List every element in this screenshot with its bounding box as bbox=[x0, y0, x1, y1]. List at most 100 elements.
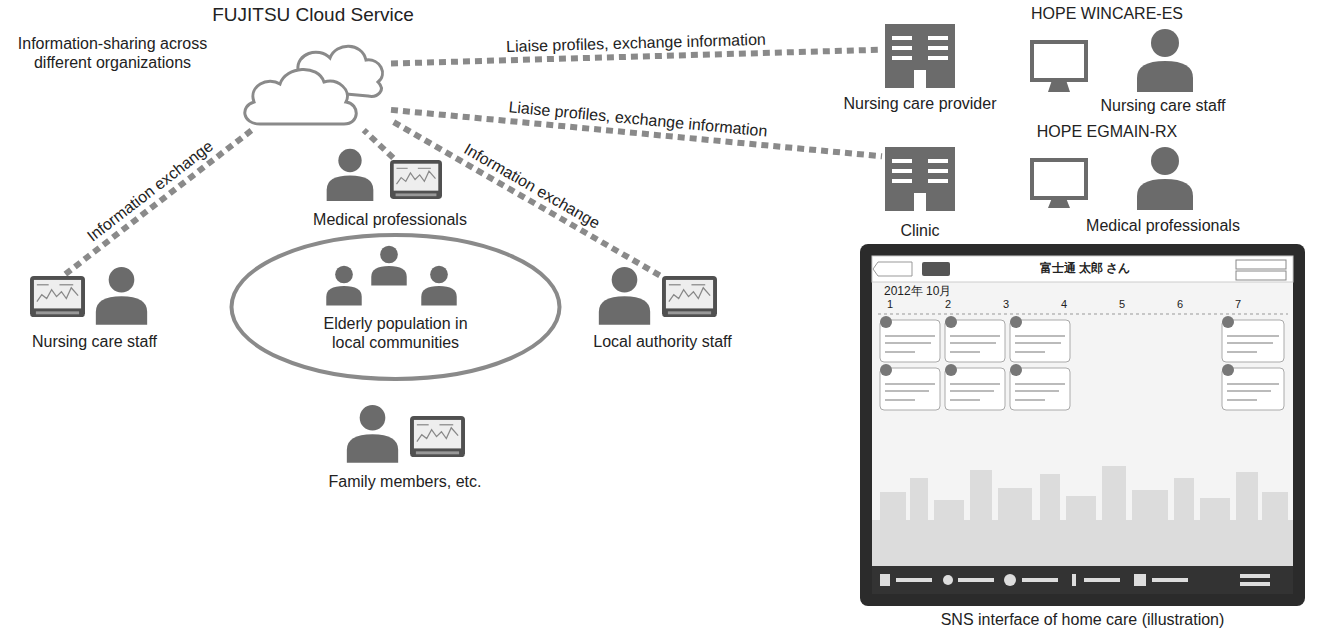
building-icon-part-part bbox=[928, 169, 948, 173]
screen-text: 2 bbox=[945, 298, 951, 311]
screen-text: 7 bbox=[1235, 298, 1241, 311]
sns-screen-part-part bbox=[880, 574, 890, 586]
building-icon-part-part bbox=[928, 179, 948, 183]
sns-screen-part-part bbox=[880, 316, 892, 328]
building-icon-part-part bbox=[892, 179, 912, 183]
care-provider-node: Nursing care provider bbox=[835, 20, 1005, 118]
cloud-outline-part bbox=[245, 69, 356, 124]
tablet-icon bbox=[30, 276, 85, 317]
family-node: Family members, etc. bbox=[325, 400, 486, 492]
sns-screen-part-part bbox=[1015, 336, 1065, 400]
sns-screen-part-part bbox=[1040, 474, 1060, 522]
building-icon-part-part bbox=[928, 159, 948, 163]
node-label: Elderly population in local communities bbox=[311, 314, 481, 352]
sns-screen-part-part bbox=[896, 578, 932, 582]
sns-screen bbox=[860, 244, 1305, 606]
node-label: Local authority staff bbox=[593, 332, 731, 351]
building-icon-part-part bbox=[892, 56, 912, 60]
note-text: Information-sharing across different org… bbox=[5, 34, 220, 72]
tablet-icon-part bbox=[668, 311, 711, 314]
sns-screen-part bbox=[880, 320, 1284, 410]
tablet-icon-part bbox=[669, 288, 710, 302]
sns-screen-part bbox=[860, 244, 1305, 606]
node-label: Medical professionals bbox=[313, 210, 467, 229]
monitor-icon-part bbox=[1048, 198, 1070, 208]
sns-screen-part-part bbox=[934, 500, 964, 522]
sns-screen-part-part bbox=[1240, 582, 1270, 586]
tablet-icon-part bbox=[416, 424, 452, 425]
sns-screen-part bbox=[872, 566, 1293, 594]
dashed-line bbox=[65, 130, 252, 274]
tablet-icon bbox=[662, 276, 717, 317]
sns-screen-part-part bbox=[1236, 472, 1258, 522]
tablet-icon-part bbox=[394, 164, 439, 191]
building-icon-part-part bbox=[914, 70, 926, 88]
sns-screen-part-part bbox=[1227, 336, 1279, 400]
node-label: Nursing care provider bbox=[844, 94, 997, 113]
building-icon bbox=[885, 147, 955, 211]
sns-screen-part bbox=[1236, 271, 1286, 280]
tablet-icon-part bbox=[37, 288, 78, 302]
person-icon-part bbox=[1151, 147, 1179, 175]
person-icon-part bbox=[326, 286, 361, 306]
building-icon-part bbox=[892, 159, 948, 211]
authority-staff-node: Local authority staff bbox=[589, 262, 735, 357]
system-label: HOPE EGMAIN-RX bbox=[1037, 122, 1177, 141]
monitor-icon-part bbox=[1032, 42, 1086, 80]
person-icon-part bbox=[1137, 179, 1193, 210]
person-icon-part bbox=[371, 266, 406, 286]
sns-screen-part-part bbox=[945, 364, 957, 376]
tablet-icon-part bbox=[396, 193, 437, 196]
node-label: SNS interface of home care (illustration… bbox=[941, 610, 1225, 629]
community-ellipse-part bbox=[232, 235, 560, 379]
sns-screen-part bbox=[873, 262, 912, 276]
person-icon bbox=[345, 404, 400, 463]
person-icon bbox=[420, 265, 458, 306]
care-staff-node: Nursing care staff bbox=[22, 262, 167, 357]
building-icon-part-part bbox=[928, 56, 948, 60]
cloud-outline bbox=[238, 36, 388, 128]
person-icon-part bbox=[96, 296, 147, 324]
clinic-node: Clinic bbox=[835, 143, 1005, 245]
building-icon-part-part bbox=[914, 193, 926, 211]
node-label: Nursing care staff bbox=[32, 332, 157, 351]
tablet-icon-part bbox=[416, 428, 457, 442]
sns-screen-part-part bbox=[1262, 492, 1288, 522]
screen-text: 3 bbox=[1003, 298, 1009, 311]
building-icon-part-part bbox=[892, 169, 912, 173]
person-icon-part bbox=[612, 267, 638, 293]
building-icon-part-part bbox=[892, 46, 912, 50]
person-icon bbox=[1137, 147, 1193, 210]
sns-screen-part bbox=[1236, 260, 1286, 269]
tablet-icon-part bbox=[662, 276, 717, 317]
sns-screen-part bbox=[880, 316, 1234, 376]
person-icon bbox=[325, 265, 363, 306]
person-icon bbox=[370, 245, 408, 286]
tablet-icon bbox=[390, 160, 442, 199]
building-icon-part-part bbox=[928, 36, 948, 40]
monitor-icon bbox=[1032, 42, 1086, 92]
tablet-icon-part bbox=[34, 280, 81, 308]
sns-screen-part-part bbox=[1066, 496, 1096, 522]
monitor-icon-part bbox=[1032, 160, 1086, 198]
dashed-line bbox=[364, 130, 393, 158]
sns-screen-part-part bbox=[885, 336, 935, 400]
sns-screen-part-part bbox=[958, 578, 994, 582]
medical-staff-node: Medical professionals bbox=[305, 136, 475, 231]
tablet-icon bbox=[410, 416, 465, 457]
tablet-icon-part bbox=[669, 284, 705, 285]
tablet-icon-part bbox=[415, 451, 458, 454]
tablet-icon-part bbox=[413, 420, 460, 448]
person-icon-part bbox=[109, 267, 135, 293]
sns-screen-part-part bbox=[970, 470, 992, 522]
tablet-icon-part bbox=[390, 160, 442, 199]
connector-label: Information exchange bbox=[459, 138, 605, 233]
person-icon-part bbox=[599, 296, 650, 324]
tablet-icon-part bbox=[37, 284, 73, 285]
system-label: HOPE WINCARE-ES bbox=[1031, 4, 1183, 23]
sns-screen-part-part bbox=[1022, 578, 1058, 582]
dashed-connector bbox=[364, 130, 393, 158]
sns-screen-part-part bbox=[1102, 466, 1126, 522]
sns-screen-part-part bbox=[1174, 478, 1194, 522]
